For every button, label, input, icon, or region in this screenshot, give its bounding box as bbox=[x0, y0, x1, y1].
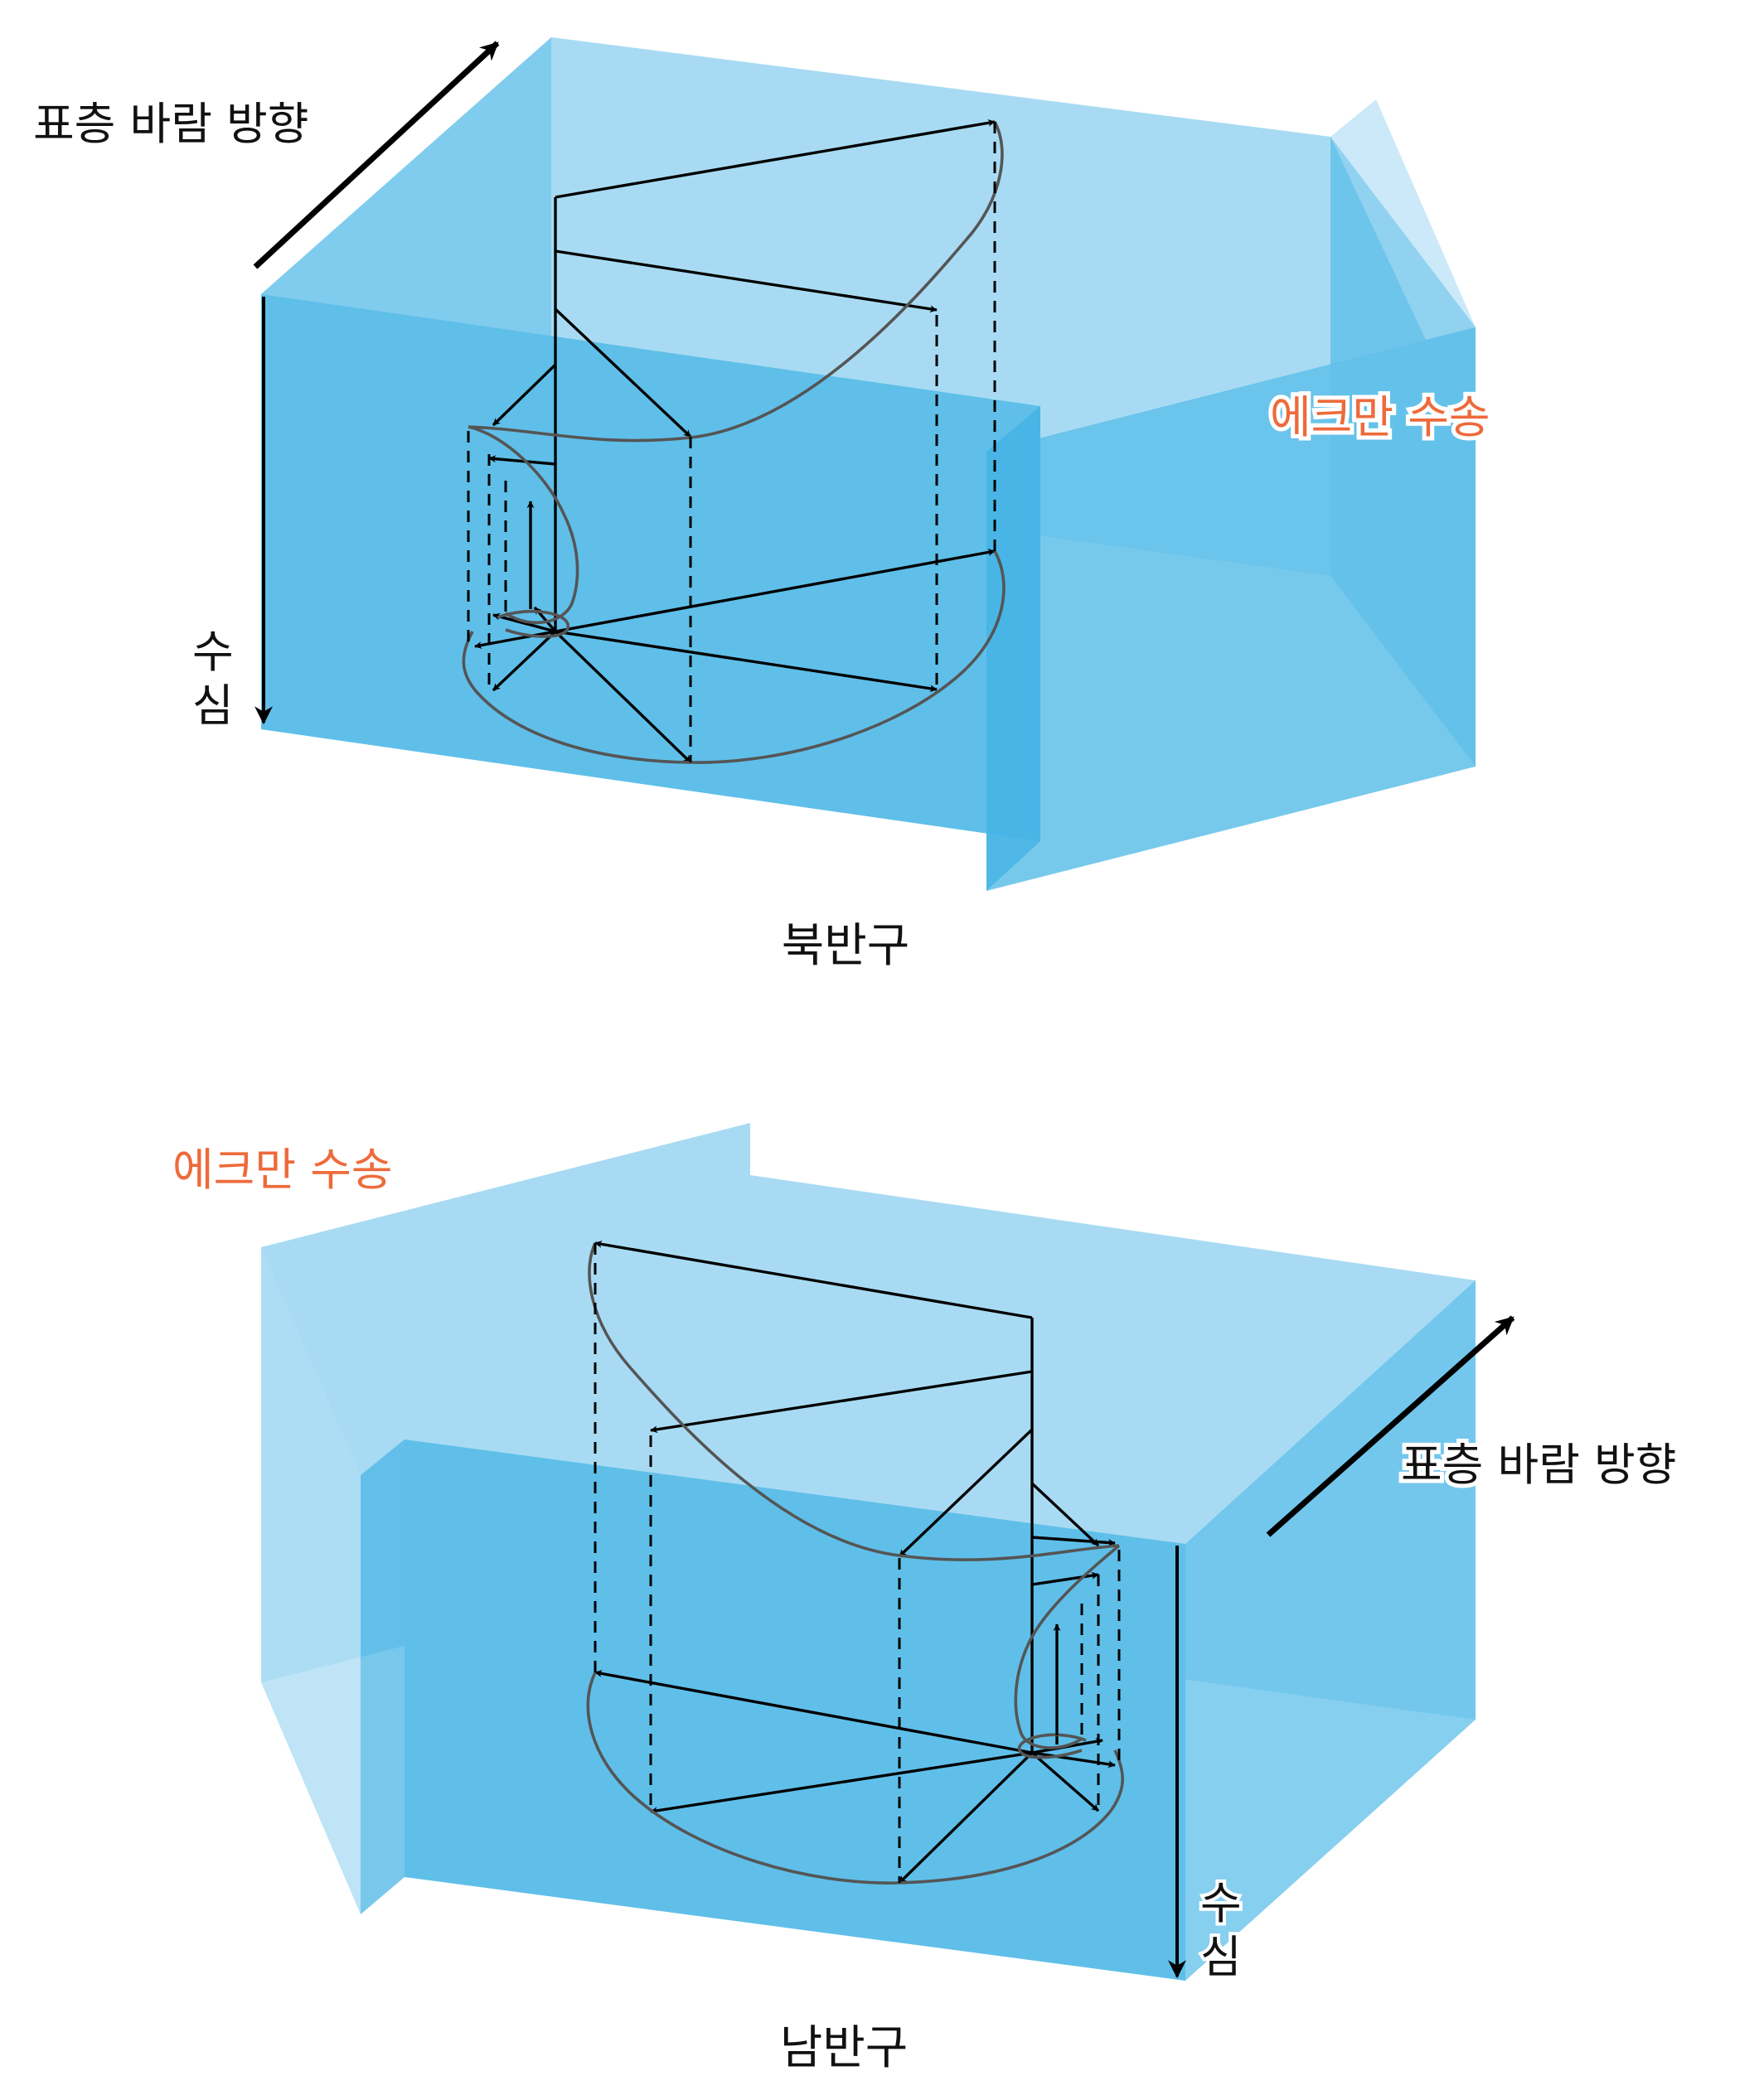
wind-direction-arrow bbox=[1266, 1315, 1515, 1537]
depth-label-bottom: 심 bbox=[192, 680, 234, 732]
surface-current-vector bbox=[594, 1240, 1033, 1319]
transport-vector-4 bbox=[1030, 1751, 1100, 1812]
ekman-transport-label: 에크만 수송 bbox=[1270, 391, 1490, 443]
spiral-curve-inner bbox=[1014, 1544, 1121, 1749]
current-vector-6 bbox=[1031, 1571, 1099, 1586]
current-vector-4 bbox=[1030, 1482, 1100, 1547]
current-vector-3 bbox=[898, 1428, 1034, 1558]
spiral-curve-upper bbox=[468, 121, 1004, 443]
current-vector-3 bbox=[554, 307, 692, 438]
spiral-curve-lower bbox=[462, 550, 1006, 764]
wind-direction-label: 표층 바람 방향 bbox=[33, 98, 308, 150]
hemisphere-caption: 북반구 bbox=[782, 919, 910, 973]
transport-vector-6 bbox=[492, 612, 556, 633]
transport-slab-side bbox=[261, 1247, 361, 1914]
water-block bbox=[261, 37, 1476, 891]
current-vector-2 bbox=[650, 1370, 1033, 1434]
current-vector-5 bbox=[488, 455, 556, 466]
spiral-curve-inner bbox=[468, 425, 579, 625]
ekman-transport-slab bbox=[986, 327, 1476, 891]
ekman-transport-label: 에크만 수송 bbox=[172, 1144, 393, 1196]
spiral-curve-lower bbox=[586, 1672, 1124, 1885]
transport-slab-side bbox=[1330, 99, 1476, 340]
transport-vector-1 bbox=[594, 1670, 1033, 1754]
hemisphere-caption: 남반구 bbox=[780, 2021, 909, 2075]
spiral-curve-base-loop bbox=[497, 609, 569, 638]
depth-label-top: 수 bbox=[1200, 1877, 1242, 1929]
transport-slab-edge bbox=[986, 406, 1040, 891]
ekman-spiral bbox=[462, 119, 1006, 764]
water-right-face bbox=[1185, 1280, 1476, 1981]
water-block bbox=[261, 1123, 1476, 1981]
current-vector-4 bbox=[492, 363, 557, 427]
current-vector-5 bbox=[1031, 1536, 1116, 1546]
transport-vector-3 bbox=[898, 1751, 1034, 1885]
wind-direction-label: 표층 바람 방향 bbox=[1401, 1439, 1676, 1491]
surface-current-vector bbox=[555, 119, 996, 199]
southern-hemisphere-panel: 에크만 수송 표층 바람 방향 수 심 남반구 bbox=[172, 1123, 1680, 2075]
transport-vector-3 bbox=[554, 630, 692, 764]
water-top-face bbox=[261, 37, 1476, 443]
spiral-curve-upper bbox=[588, 1242, 1120, 1561]
depth-label-bottom: 심 bbox=[1200, 1931, 1242, 1983]
transport-vector-1 bbox=[555, 549, 996, 633]
current-vector-2 bbox=[555, 249, 938, 313]
transport-vector-2 bbox=[650, 1751, 1033, 1815]
ekman-spiral bbox=[586, 1240, 1124, 1885]
water-front-face bbox=[261, 294, 1040, 841]
transport-vector-5 bbox=[1031, 1751, 1116, 1769]
transport-slab-edge bbox=[361, 1440, 405, 1914]
depth-label-top: 수 bbox=[192, 626, 234, 678]
transport-vector-2 bbox=[555, 630, 938, 693]
northern-hemisphere-panel: 표층 바람 방향 에크만 수송 수 심 북반구 bbox=[33, 37, 1495, 973]
wind-direction-arrow bbox=[253, 41, 500, 269]
transport-vector-4 bbox=[492, 630, 557, 692]
